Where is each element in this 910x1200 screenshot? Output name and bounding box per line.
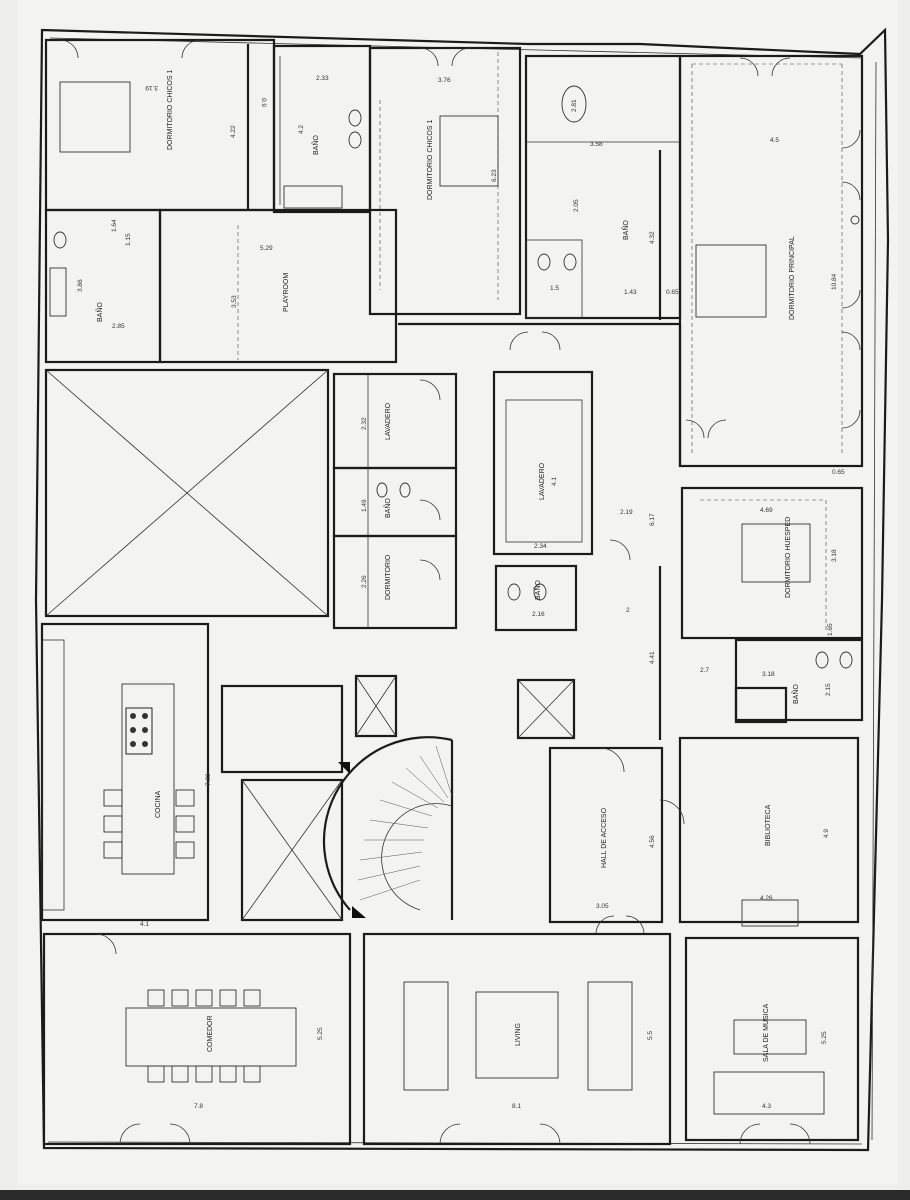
room-label-playroom: PLAYROOM xyxy=(283,273,290,312)
room-label-dorm-principal: DORMITORIO PRINCIPAL xyxy=(789,236,796,320)
dim-18: 1.5 xyxy=(550,285,559,292)
dim-19: 1.43 xyxy=(624,289,637,296)
room-label-bano-principal: BAÑO xyxy=(621,220,630,240)
room-label-hall: HALL DE ACCESO xyxy=(601,807,608,868)
dim-16: 2.05 xyxy=(573,199,580,212)
top-walls xyxy=(44,38,864,468)
dim-44: 4.9 xyxy=(823,829,830,838)
dim-22: 10.84 xyxy=(831,273,838,290)
dim-15: 3.58 xyxy=(590,141,603,148)
dim-9: 1.15 xyxy=(125,233,132,246)
dim-31: 4.69 xyxy=(760,507,773,514)
dim-30: 6.17 xyxy=(649,513,656,526)
dim-39: 7.89 xyxy=(205,773,212,786)
dim-4: 2.33 xyxy=(316,75,329,82)
room-label-bano-serv: BAÑO xyxy=(383,498,392,518)
dim-37: 3.18 xyxy=(762,671,775,678)
room-label-dormitorio-serv: DORMITORIO xyxy=(385,554,392,600)
room-label-bano-2: BAÑO xyxy=(95,302,104,322)
dim-11: 2.85 xyxy=(112,323,125,330)
middle-furniture xyxy=(376,331,853,669)
dim-43: 4.26 xyxy=(760,895,773,902)
dim-41: 4.56 xyxy=(649,835,656,848)
dim-1: 3.19 xyxy=(145,84,158,91)
room-label-biblioteca: BIBLIOTECA xyxy=(765,804,772,846)
dim-50: 4.3 xyxy=(762,1103,771,1110)
dim-2: 4.22 xyxy=(230,125,237,138)
dim-17: 4.32 xyxy=(649,231,656,244)
dim-10: 3.86 xyxy=(77,279,84,292)
room-label-living: LIVING xyxy=(515,1023,522,1046)
room-label-bano-small: BAÑO xyxy=(533,580,542,600)
dim-38: 2.15 xyxy=(825,683,832,696)
dim-26: 2.26 xyxy=(361,575,368,588)
dim-32: 3.18 xyxy=(831,549,838,562)
room-label-bano-1: BAÑO xyxy=(311,135,320,155)
dim-46: 7.8 xyxy=(194,1103,203,1110)
dim-42: 3.05 xyxy=(596,903,609,910)
room-label-comedor: COMEDOR xyxy=(207,1015,214,1052)
lower-furniture xyxy=(95,707,811,1145)
dim-25: 1.49 xyxy=(361,499,368,512)
dim-28: 2.34 xyxy=(534,543,547,550)
dim-6: 3.76 xyxy=(438,77,451,84)
dim-23: 0.65 xyxy=(832,469,845,476)
room-label-lavadero-2: LAVADERO xyxy=(539,462,546,500)
dim-51: 2.7 xyxy=(700,667,709,674)
dim-12: 5.29 xyxy=(260,245,273,252)
dim-21: 4.5 xyxy=(770,137,779,144)
bottom-edge-bar xyxy=(0,1190,910,1200)
room-label-dorm-chicos-1a: DORMITORIO CHICOS 1 xyxy=(167,70,174,150)
top-windows xyxy=(59,39,861,429)
room-label-lavadero-1: LAVADERO xyxy=(385,402,392,440)
dim-5: 4.2 xyxy=(298,125,305,134)
room-label-bano-biblio: BAÑO xyxy=(791,684,800,704)
room-label-dorm-huesped: DORMITORIO HUESPED xyxy=(785,517,792,598)
dim-7: 6.23 xyxy=(491,169,498,182)
dim-49: 5.25 xyxy=(821,1031,828,1044)
dim-40: 4.1 xyxy=(140,921,149,928)
dim-48: 8.1 xyxy=(512,1103,521,1110)
dim-14: 2.81 xyxy=(571,99,578,112)
dim-3: 0.9 xyxy=(260,98,267,107)
dim-8: 1.64 xyxy=(111,219,118,232)
dim-36: 1.65 xyxy=(827,623,834,636)
room-label-cocina: COCINA xyxy=(155,790,162,818)
dim-13: 3.53 xyxy=(231,295,238,308)
middle-walls xyxy=(44,322,864,740)
dim-34: 4.41 xyxy=(649,651,656,664)
lower-walls xyxy=(40,622,860,1146)
room-label-dorm-chicos-1b: DORMITORIO CHICOS 1 xyxy=(427,120,434,200)
dim-24: 2.32 xyxy=(361,417,368,430)
dim-47: 5.5 xyxy=(647,1031,654,1040)
dim-20: 0.65 xyxy=(666,289,679,296)
dim-29: 2.19 xyxy=(620,509,633,516)
room-label-sala-musica: SALA DE MUSICA xyxy=(763,1003,770,1062)
top-furniture xyxy=(49,81,860,318)
dim-35: 2 xyxy=(626,607,630,614)
paper-sheet xyxy=(18,0,898,1185)
dim-27: 4.1 xyxy=(551,477,558,486)
dim-45: 5.25 xyxy=(317,1027,324,1040)
dim-33: 2.16 xyxy=(532,611,545,618)
